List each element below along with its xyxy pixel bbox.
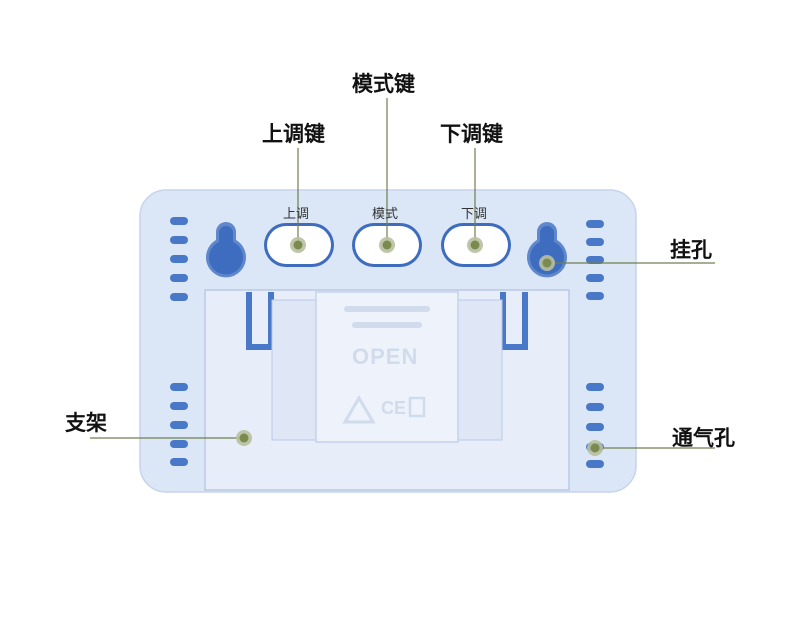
callout-stand: 支架 bbox=[65, 411, 107, 435]
vent-slots-left-bottom bbox=[170, 383, 188, 466]
callout-markers bbox=[236, 237, 603, 456]
callout-down-key: 下调键 bbox=[440, 122, 503, 146]
button-label-mode: 模式 bbox=[371, 207, 398, 222]
vent-slots-left-top bbox=[170, 217, 188, 301]
vent-slots-right-top bbox=[586, 220, 604, 300]
button-label-up: 上调 bbox=[282, 207, 309, 222]
battery-cover bbox=[315, 291, 459, 443]
callout-mode-key: 模式键 bbox=[352, 72, 415, 96]
hang-hole-left bbox=[205, 222, 246, 278]
callout-hang-hole: 挂孔 bbox=[670, 238, 712, 262]
callout-vent-hole: 通气孔 bbox=[672, 426, 735, 450]
battery-cover-open-label: OPEN bbox=[352, 344, 419, 369]
callout-up-key: 上调键 bbox=[262, 122, 325, 146]
button-label-down: 下调 bbox=[460, 207, 487, 222]
battery-cover-cert-marks: CE bbox=[381, 398, 407, 418]
leader-lines bbox=[90, 98, 715, 449]
